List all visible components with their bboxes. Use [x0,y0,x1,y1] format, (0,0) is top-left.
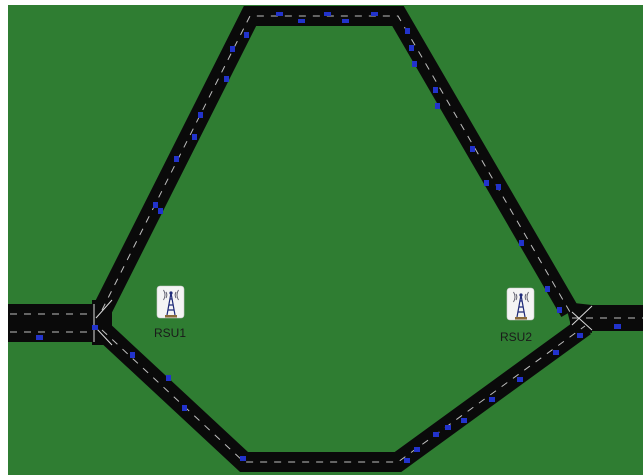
vehicle[interactable] [405,28,410,34]
vehicle[interactable] [36,335,43,340]
vehicle[interactable] [433,432,439,437]
grass-background [8,5,643,475]
vehicle[interactable] [158,208,163,214]
vehicle[interactable] [130,352,135,358]
junction-west [92,300,112,345]
vehicle[interactable] [404,458,410,463]
antenna-tower-icon [507,288,534,320]
vehicle[interactable] [276,12,283,16]
vehicle[interactable] [182,405,187,411]
vehicle[interactable] [298,19,305,23]
vehicle[interactable] [553,350,559,355]
vehicle[interactable] [198,112,203,118]
vehicle[interactable] [545,286,550,292]
vehicle[interactable] [92,325,98,330]
antenna-tower-icon [157,286,184,318]
vehicle[interactable] [577,333,583,338]
vehicle[interactable] [517,377,523,382]
vehicle[interactable] [412,61,417,67]
vehicle[interactable] [461,418,467,423]
vehicle[interactable] [484,180,489,186]
rsu-label: RSU1 [154,326,186,340]
vehicle[interactable] [371,12,378,16]
vehicle[interactable] [409,45,414,51]
vehicle[interactable] [224,76,229,82]
vehicle[interactable] [414,447,420,452]
vehicle[interactable] [240,456,246,461]
vehicle[interactable] [614,324,621,329]
vehicle[interactable] [192,134,197,140]
vehicle[interactable] [489,397,495,402]
vehicle[interactable] [496,184,501,190]
vehicle[interactable] [153,202,158,208]
vehicle[interactable] [342,19,349,23]
vehicle[interactable] [174,156,179,162]
rsu1[interactable]: RSU1 [154,286,186,340]
vehicle[interactable] [435,103,440,109]
vehicle[interactable] [470,146,475,152]
rsu-label: RSU2 [500,330,532,344]
vehicle[interactable] [324,12,331,16]
vehicle[interactable] [244,32,249,38]
vehicle[interactable] [230,46,235,52]
vehicle[interactable] [557,307,562,313]
vehicle[interactable] [166,375,171,381]
vehicle[interactable] [433,87,438,93]
vehicle[interactable] [445,425,451,430]
vehicle[interactable] [519,240,524,246]
